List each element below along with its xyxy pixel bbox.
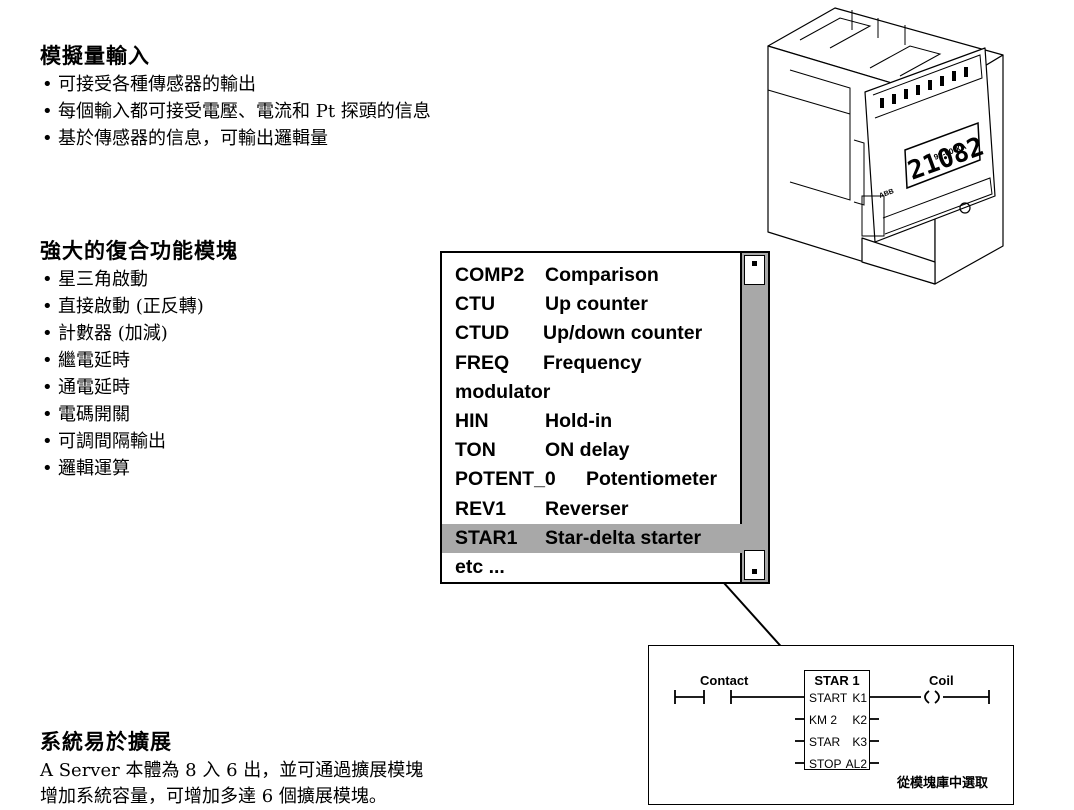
function-block-code: CTU <box>455 293 496 316</box>
function-block-item[interactable]: HIN Hold-in <box>442 407 742 436</box>
function-block-description: Comparison <box>545 264 659 286</box>
function-block-code: FREQ <box>455 351 510 374</box>
function-block-description: Reverser <box>545 497 629 520</box>
ladder-wiring <box>674 690 990 764</box>
function-block-item[interactable]: CTUD Up/down counter <box>442 319 742 348</box>
function-block-description: Star-delta starter <box>545 526 702 549</box>
function-block-code: etc ... <box>455 556 505 578</box>
potentiometer-knob-icon <box>959 202 971 214</box>
list-item: 繼電延時 <box>42 347 204 374</box>
list-item: 邏輯運算 <box>42 455 204 482</box>
function-block-code: COMP2 <box>455 264 525 286</box>
function-block-code: TON <box>455 439 496 462</box>
function-block-item[interactable]: CTU Up counter <box>442 290 742 319</box>
coil-label: Coil <box>929 673 954 688</box>
device-display-readout: 21082 <box>904 132 988 187</box>
function-block-item[interactable]: FREQ Frequency <box>442 349 742 378</box>
function-block-item[interactable]: COMP2 Comparison <box>442 261 742 290</box>
function-block-item[interactable]: STAR1 Star-delta starter <box>442 523 742 553</box>
device-model-label: 98-00 XA <box>933 142 968 162</box>
function-block-code: REV1 <box>455 497 506 520</box>
analog-input-list: 可接受各種傳感器的輸出 每個輸入都可接受電壓、電流和 Pt 探頭的信息 基於傳感… <box>42 71 431 152</box>
list-item: 星三角啟動 <box>42 266 204 293</box>
scroll-down-button[interactable] <box>744 550 765 580</box>
library-caption: 從模塊庫中選取 <box>897 775 989 790</box>
function-block-code: POTENT_0 <box>455 468 556 491</box>
section-title-function-blocks: 強大的復合功能模塊 <box>40 239 238 263</box>
list-item: 直接啟動 (正反轉) <box>42 293 204 320</box>
function-block-code: CTUD <box>455 322 510 345</box>
function-block-description: Hold-in <box>545 410 613 432</box>
function-block-description: Potentiometer <box>586 468 718 491</box>
scroll-up-button[interactable] <box>744 255 765 285</box>
function-block-item[interactable]: REV1 Reverser <box>442 495 742 524</box>
function-features-list: 星三角啟動 直接啟動 (正反轉) 計數器 (加減) 繼電延時 通電延時 電碼開關… <box>42 266 204 482</box>
function-block-description: Up/down counter <box>543 322 703 345</box>
section-title-expansion: 系統易於擴展 <box>40 730 172 754</box>
function-block-description: ON delay <box>545 439 630 462</box>
list-item: 計數器 (加減) <box>42 320 204 347</box>
list-item: 可調間隔輸出 <box>42 428 204 455</box>
section-title-analog-input: 模擬量輸入 <box>40 44 150 68</box>
expansion-paragraph: A Server 本體為 8 入 6 出，並可通過擴展模塊 增加系統容量，可增加… <box>40 758 440 810</box>
function-block-item[interactable]: TON ON delay <box>442 436 742 465</box>
list-item: 電碼開關 <box>42 401 204 428</box>
function-block-item[interactable]: POTENT_0 Potentiometer <box>442 465 742 494</box>
function-block-description: Frequency <box>543 351 642 374</box>
paragraph-line: A Server 本體為 8 入 6 出，並可通過擴展模塊 <box>40 760 424 781</box>
contact-label: Contact <box>700 673 749 688</box>
function-block-code: modulator <box>455 380 551 403</box>
list-item: 可接受各種傳感器的輸出 <box>42 71 431 98</box>
list-item: 每個輸入都可接受電壓、電流和 Pt 探頭的信息 <box>42 98 431 125</box>
scrollbar[interactable] <box>740 253 768 582</box>
block-title: STAR 1 <box>814 673 860 688</box>
function-block-description: Up counter <box>545 293 648 316</box>
device-brand-logo: ABB <box>878 188 895 200</box>
function-block-code: STAR1 <box>455 526 518 549</box>
function-block-item[interactable]: modulator <box>442 378 742 407</box>
function-block-code: HIN <box>455 410 489 432</box>
function-block-item[interactable]: etc ... <box>442 553 742 582</box>
list-item: 基於傳感器的信息，可輸出邏輯量 <box>42 125 431 152</box>
list-item: 通電延時 <box>42 374 204 401</box>
